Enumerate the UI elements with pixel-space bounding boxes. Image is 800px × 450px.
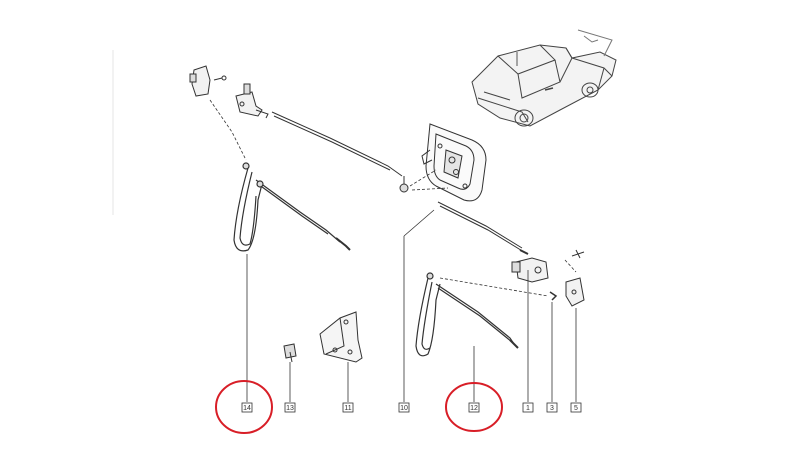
callout-5: 5 <box>570 402 582 413</box>
callout-14: 14 <box>241 402 253 413</box>
callout-13: 13 <box>284 402 296 413</box>
vehicle-illustration <box>471 29 617 127</box>
callout-3: 3 <box>546 402 558 413</box>
callout-11: 11 <box>342 402 354 413</box>
callout-label-14: 14 <box>243 405 251 412</box>
lid-latch-assembly <box>399 123 487 202</box>
callout-10: 10 <box>398 402 410 413</box>
upper-left-brackets <box>189 65 269 119</box>
callout-label-12: 12 <box>470 405 478 412</box>
mounting-bracket <box>283 311 363 363</box>
callout-label-13: 13 <box>286 405 294 412</box>
callout-label-3: 3 <box>550 405 554 412</box>
callout-12: 12 <box>468 402 480 413</box>
callout-label-5: 5 <box>574 405 578 412</box>
highlight-circle-12 <box>445 382 503 432</box>
highlight-circle-14 <box>215 380 273 434</box>
callout-label-10: 10 <box>400 405 408 412</box>
right-lock-parts <box>511 249 585 307</box>
connecting-rods <box>271 111 529 255</box>
callout-label-11: 11 <box>344 405 351 412</box>
left-cable <box>233 162 351 252</box>
right-cable <box>415 272 519 357</box>
callout-1: 1 <box>522 402 534 413</box>
callout-leaders <box>246 209 577 402</box>
callout-label-1: 1 <box>526 405 530 412</box>
dashed-leaders <box>209 99 577 297</box>
